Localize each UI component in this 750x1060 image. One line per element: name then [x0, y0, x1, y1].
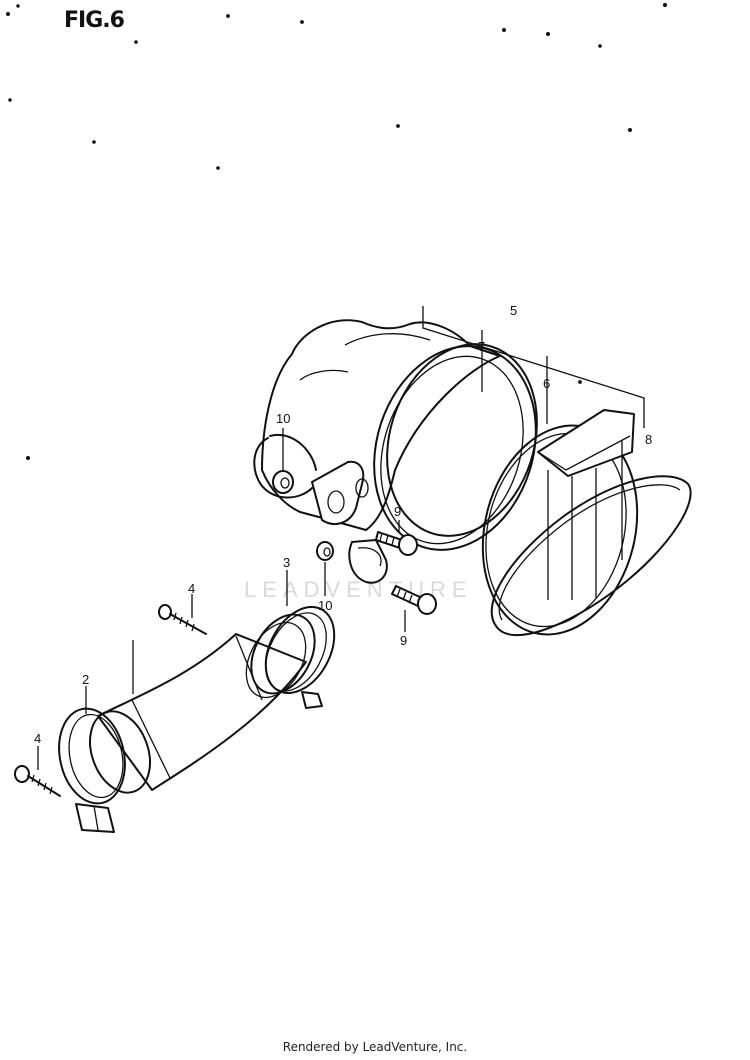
- callout-10-upper: 10: [276, 411, 290, 426]
- seal-ring: [386, 343, 538, 537]
- callout-9-lower: 9: [400, 633, 407, 648]
- callout-4-lower: 4: [34, 731, 41, 746]
- hose-clamp-lower: [58, 707, 126, 833]
- grommet-upper: [272, 470, 294, 494]
- air-cleaner-case: [253, 319, 537, 584]
- figure-title: FIG.6: [64, 8, 125, 33]
- cover-band: [490, 475, 692, 637]
- leader-lines: [37, 306, 645, 770]
- screw-upper: [158, 604, 207, 635]
- hose-clamp-upper: [264, 606, 336, 709]
- intake-hose: [89, 613, 316, 794]
- screw-lower: [14, 765, 61, 797]
- callouts: 5 7 6 8 10 9 9 10 3 4 2 4: [34, 303, 652, 746]
- watermark-text: LEADVENTURE: [244, 577, 473, 602]
- callout-9-upper: 9: [394, 504, 401, 519]
- bolt-lower: [391, 585, 437, 615]
- callout-2: 2: [82, 672, 89, 687]
- callout-8: 8: [645, 432, 652, 447]
- bolt-upper: [375, 531, 418, 556]
- scan-specks: [6, 2, 668, 460]
- filter-element: [481, 409, 639, 636]
- callout-3: 3: [283, 555, 290, 570]
- callout-4-upper: 4: [188, 581, 195, 596]
- callout-5: 5: [510, 303, 517, 318]
- footer-credit: Rendered by LeadVenture, Inc.: [282, 1040, 468, 1054]
- callout-6: 6: [543, 376, 550, 391]
- callout-10-lower: 10: [318, 598, 332, 613]
- callout-7: 7: [478, 339, 485, 354]
- grommet-lower: [316, 541, 334, 561]
